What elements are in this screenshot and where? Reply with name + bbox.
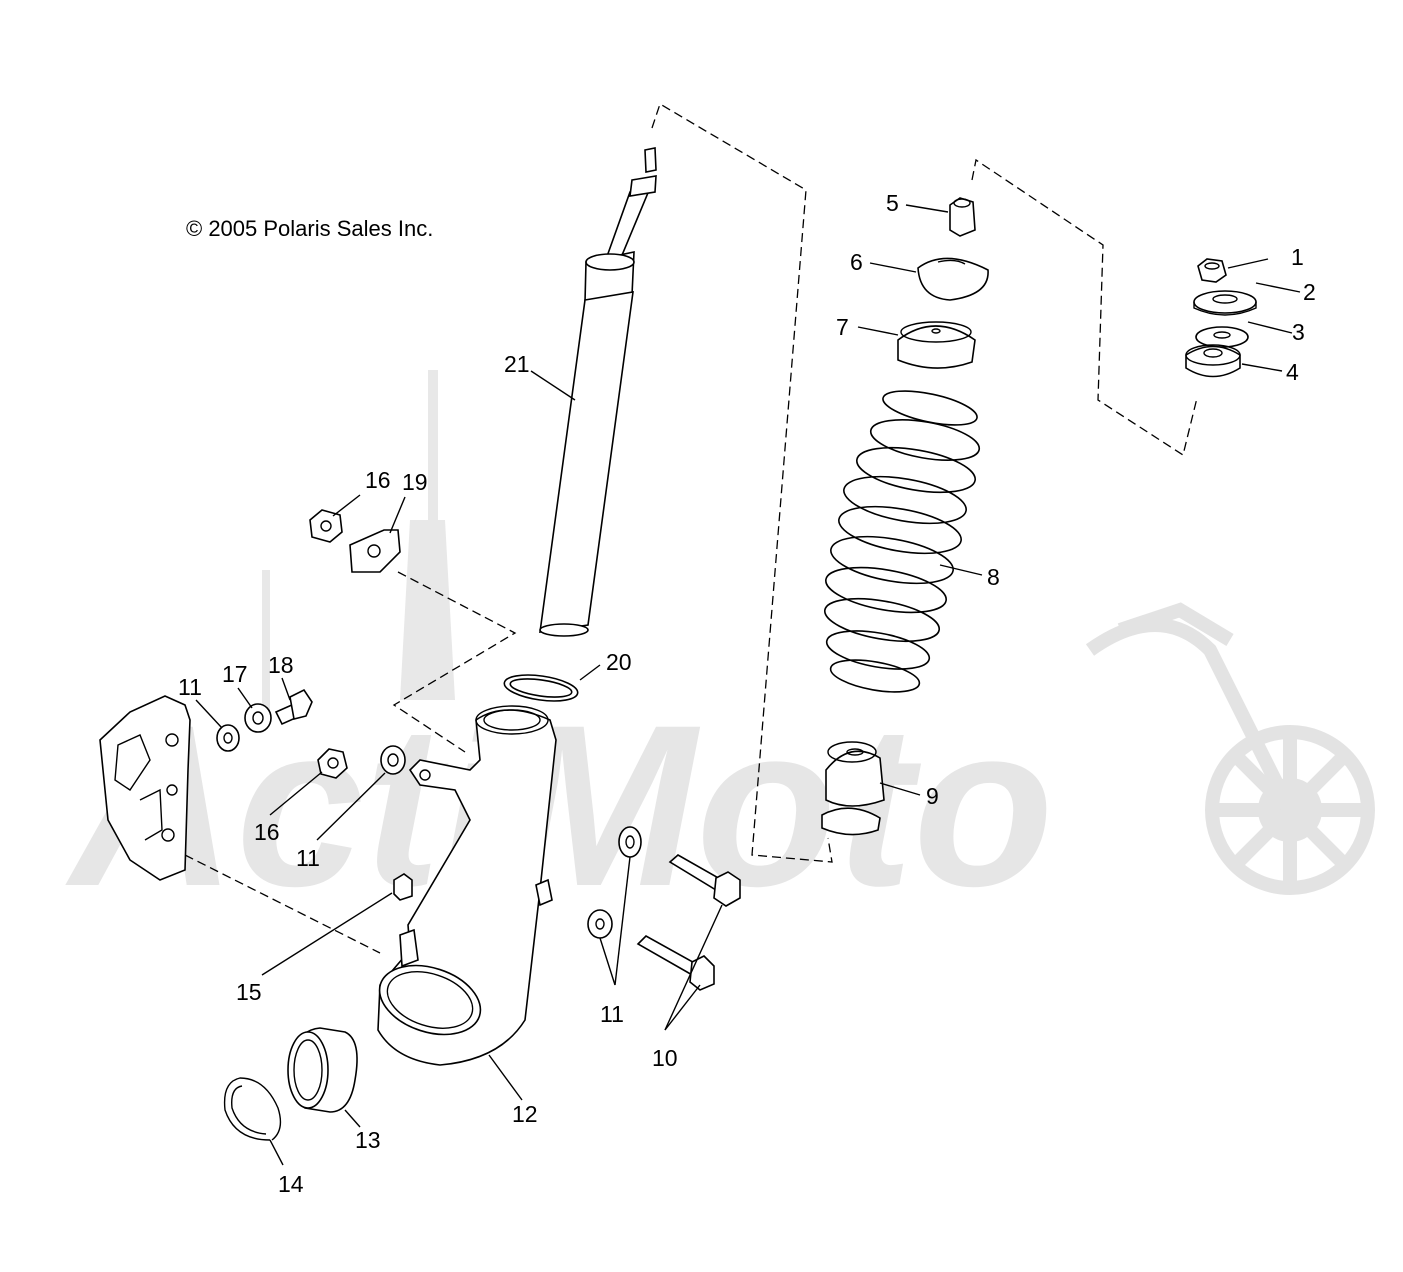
bearing-13 xyxy=(287,1027,358,1113)
callout-11-mid: 11 xyxy=(296,845,320,871)
callout-11-left: 11 xyxy=(178,674,202,700)
callout-16-bottom: 16 xyxy=(254,819,280,845)
callouts: 1 2 3 4 5 6 7 8 9 10 11 11 11 12 13 14 1… xyxy=(178,190,1316,1197)
callout-18: 18 xyxy=(268,652,294,678)
callout-14: 14 xyxy=(278,1171,304,1197)
nut-17 xyxy=(244,703,272,733)
callout-19: 19 xyxy=(402,469,428,495)
callout-1: 1 xyxy=(1291,244,1304,270)
callout-5: 5 xyxy=(886,190,899,216)
coil-spring xyxy=(823,390,981,693)
callout-3: 3 xyxy=(1292,319,1305,345)
washer-11-upper-right xyxy=(618,826,642,858)
bleeder-15 xyxy=(393,873,413,901)
caliper-bracket xyxy=(99,695,191,881)
callout-8: 8 xyxy=(987,564,1000,590)
retainer-7 xyxy=(897,321,976,369)
callout-7: 7 xyxy=(836,314,849,340)
copyright-notice: © 2005 Polaris Sales Inc. xyxy=(186,216,434,241)
ring-seal xyxy=(503,674,579,702)
callout-12: 12 xyxy=(512,1101,538,1127)
callout-17: 17 xyxy=(222,661,248,687)
watermark-text: ActiMoto xyxy=(65,677,1054,934)
callout-11-right: 11 xyxy=(600,1001,624,1027)
guide-lines xyxy=(184,103,1198,954)
bolt-18 xyxy=(274,688,313,726)
washer-11-left xyxy=(216,724,240,752)
clip-19 xyxy=(349,529,401,573)
callout-4: 4 xyxy=(1286,359,1299,385)
bushing-4 xyxy=(1185,344,1241,378)
nut-16-bottom xyxy=(317,748,348,779)
nut-1 xyxy=(1197,258,1227,283)
leader-lines xyxy=(195,204,1301,1166)
steering-knuckle xyxy=(377,705,557,1066)
nut-5 xyxy=(949,197,976,237)
callout-6: 6 xyxy=(850,249,863,275)
bolt-10-upper xyxy=(668,854,741,907)
callout-20: 20 xyxy=(606,649,632,675)
callout-21: 21 xyxy=(504,351,530,377)
snap-ring-14 xyxy=(223,1077,282,1141)
watermark-logo: ActiMoto xyxy=(65,370,1375,934)
callout-15: 15 xyxy=(236,979,262,1005)
washer-11-lower-right xyxy=(587,909,613,939)
callout-10: 10 xyxy=(652,1045,678,1071)
bolt-10-lower xyxy=(636,935,715,991)
cap-6 xyxy=(917,257,989,301)
shock-absorber xyxy=(539,147,657,637)
bump-stop xyxy=(821,741,885,836)
washer-11-mid xyxy=(380,745,406,775)
callout-16-top: 16 xyxy=(365,467,391,493)
callout-2: 2 xyxy=(1303,279,1316,305)
nut-16-top xyxy=(309,509,343,543)
callout-9: 9 xyxy=(926,783,939,809)
washer-3 xyxy=(1195,326,1249,348)
washer-2 xyxy=(1193,290,1257,316)
callout-13: 13 xyxy=(355,1127,381,1153)
